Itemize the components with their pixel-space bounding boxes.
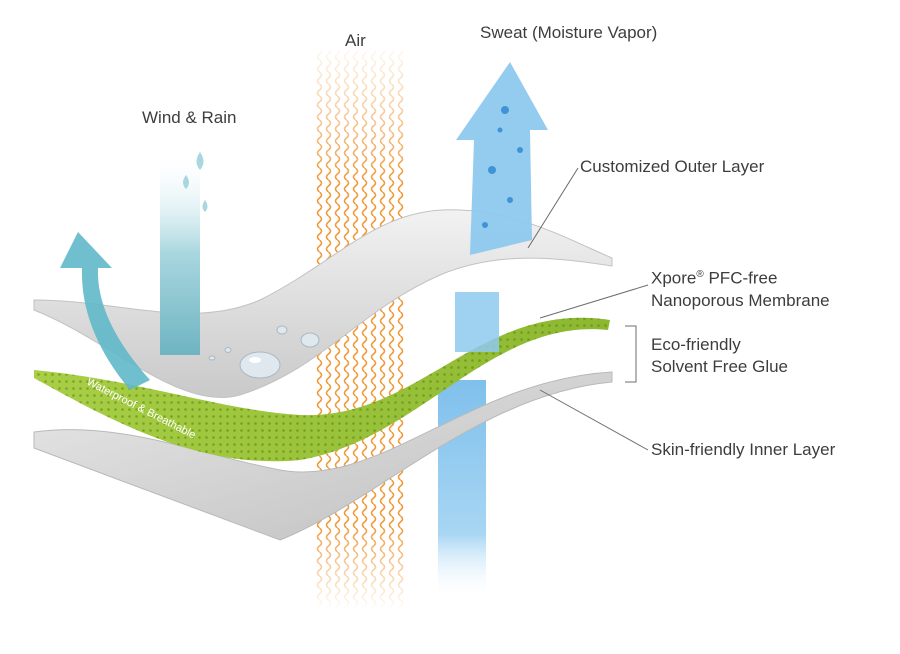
label-glue-line2: Solvent Free Glue: [651, 357, 789, 376]
label-membrane-line1: Xpore® PFC-free: [651, 268, 778, 288]
label-membrane-line2: Nanoporous Membrane: [651, 290, 830, 310]
label-glue-line1: Eco-friendly: [651, 335, 741, 354]
sweat-column-middle: [455, 292, 499, 352]
wind-arrow: [60, 232, 150, 390]
label-inner-layer: Skin-friendly Inner Layer: [651, 440, 836, 459]
rain-column: [160, 150, 208, 355]
label-membrane: Xpore® PFC-free Nanoporous Membrane: [651, 264, 830, 312]
label-sweat: Sweat (Moisture Vapor): [480, 23, 658, 42]
label-outer-layer: Customized Outer Layer: [580, 157, 765, 176]
label-glue: Eco-friendly Solvent Free Glue: [651, 334, 788, 378]
label-air: Air: [345, 31, 366, 50]
leader-lines: [527, 167, 649, 451]
sweat-arrow: [456, 62, 548, 255]
label-wind-rain: Wind & Rain: [142, 108, 237, 127]
water-droplets: [208, 325, 320, 379]
